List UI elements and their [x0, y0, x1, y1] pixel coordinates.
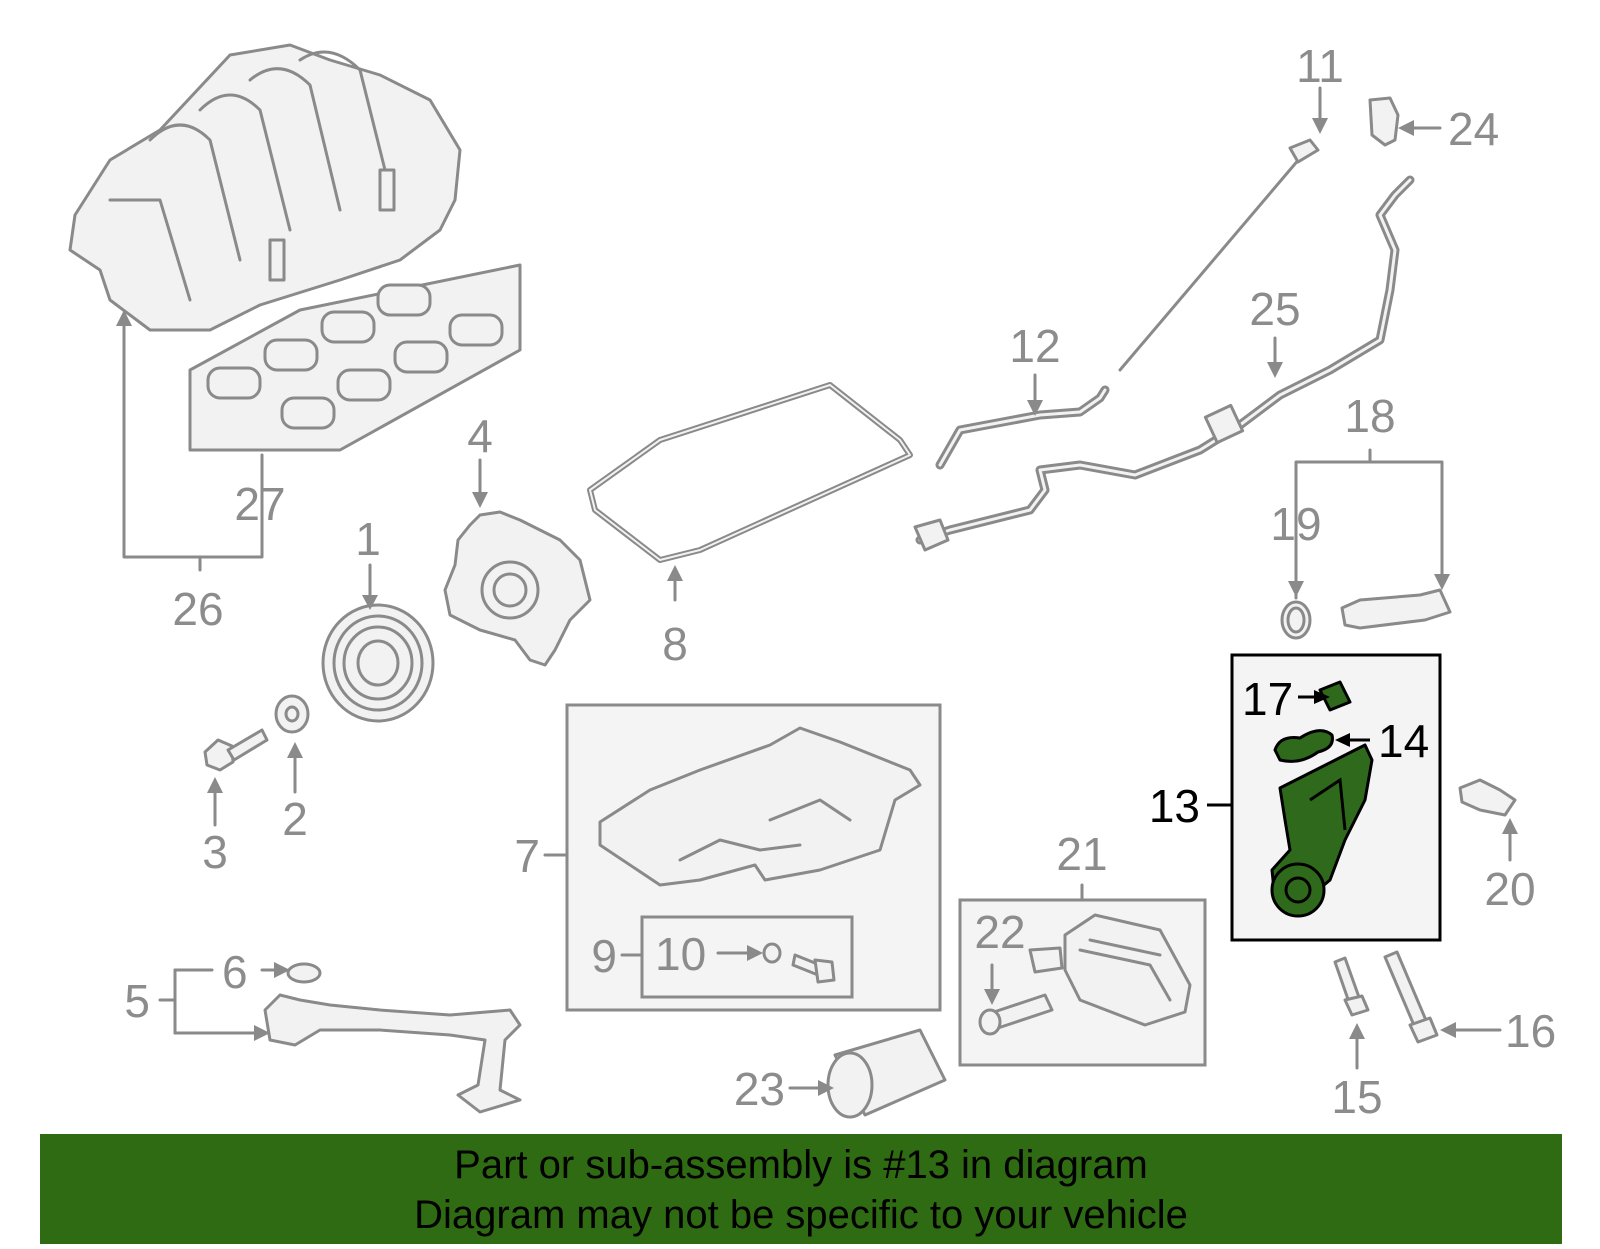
crank-bolt: [203, 728, 269, 772]
o-ring-19: [1280, 600, 1312, 640]
callout-7: 7: [514, 830, 540, 882]
callout-22: 22: [974, 906, 1025, 958]
valve-cover-gasket: [587, 382, 913, 563]
washer: [274, 694, 310, 734]
callout-27: 27: [234, 478, 285, 530]
cooler-bolt: [978, 993, 1054, 1036]
callout-25: 25: [1249, 283, 1300, 335]
callout-14: 14: [1378, 715, 1429, 767]
callout-21: 21: [1056, 828, 1107, 880]
oil-pan: [598, 726, 922, 887]
oil-dipstick: [1118, 138, 1320, 372]
callout-5: 5: [124, 975, 150, 1027]
bolt-16: [1383, 950, 1439, 1044]
callout-13: 13: [1149, 780, 1200, 832]
seal-17: [1318, 680, 1352, 712]
sensor-18: [1340, 588, 1452, 630]
oil-filter: [826, 1028, 947, 1119]
callout-26: 26: [172, 583, 223, 635]
bolt-15: [1333, 956, 1370, 1017]
sensor-24: [1368, 96, 1400, 147]
timing-cover-13: [1270, 743, 1374, 918]
gasket-14: [1273, 729, 1334, 763]
banner-line-2: Diagram may not be specific to your vehi…: [414, 1193, 1188, 1237]
callout-18: 18: [1344, 390, 1395, 442]
intake-gasket-set: [188, 263, 522, 452]
callout-17: 17: [1242, 673, 1293, 725]
callout-11: 11: [1296, 40, 1344, 92]
sensor-20: [1458, 778, 1517, 817]
callout-8: 8: [662, 618, 688, 670]
drain-plug-washer: [762, 942, 782, 964]
callout-24: 24: [1448, 103, 1499, 155]
callout-20: 20: [1484, 863, 1535, 915]
info-banner: Part or sub-assembly is #13 in diagram D…: [40, 1134, 1562, 1244]
callout-3: 3: [202, 826, 228, 878]
pickup-o-ring: [286, 962, 322, 984]
callout-2: 2: [282, 793, 308, 845]
intake-manifold: [68, 43, 462, 332]
callout-16: 16: [1505, 1005, 1556, 1057]
sensor-harness: [913, 175, 1415, 552]
callout-4: 4: [467, 410, 493, 462]
callout-9: 9: [591, 930, 617, 982]
oil-cooler: [1028, 913, 1192, 1027]
callout-15: 15: [1331, 1071, 1382, 1123]
callout-23: 23: [734, 1063, 785, 1115]
oil-pump: [443, 510, 592, 667]
callout-6: 6: [222, 946, 248, 998]
oil-pickup-tube: [263, 993, 522, 1114]
drain-plug: [791, 953, 836, 984]
callout-10: 10: [655, 928, 706, 980]
callout-12: 12: [1009, 320, 1060, 372]
banner-line-1: Part or sub-assembly is #13 in diagram: [454, 1143, 1148, 1187]
dipstick-tube: [935, 385, 1110, 470]
callout-19: 19: [1270, 498, 1321, 550]
crankshaft-pulley: [321, 603, 435, 723]
callout-1: 1: [355, 513, 381, 565]
